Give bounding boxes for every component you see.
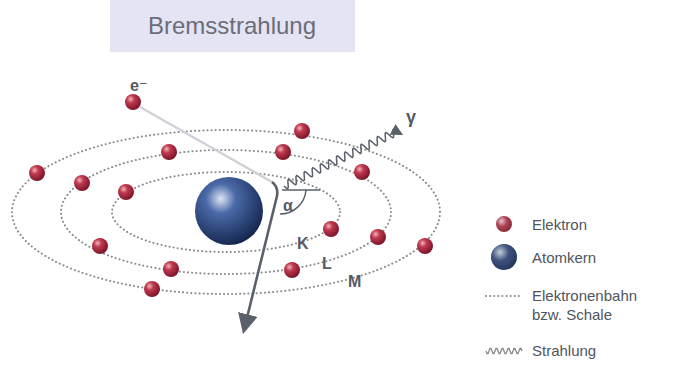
electron-label: e⁻	[130, 78, 147, 94]
legend-text: Elektron	[532, 215, 587, 234]
incoming-electron	[125, 94, 141, 110]
angle-arc	[280, 190, 306, 214]
legend-shell-sample	[486, 295, 522, 297]
electron-swatch	[496, 216, 512, 232]
electron-path	[140, 107, 277, 330]
title: Bremsstrahlung	[148, 12, 316, 40]
photon-wave	[284, 129, 401, 189]
legend-wave-sample	[486, 348, 522, 353]
nucleus	[195, 177, 263, 245]
shell-label: L	[322, 256, 332, 272]
deflected-path	[244, 182, 277, 330]
legend-text: Elektronenbahn bzw. Schale	[532, 286, 662, 324]
angle-label: α	[283, 198, 293, 214]
shell-label: M	[348, 274, 361, 290]
electrons	[29, 123, 433, 297]
gamma-label: γ	[406, 108, 416, 126]
legend-text: Strahlung	[532, 341, 596, 360]
legend-text: Atomkern	[532, 248, 596, 267]
nucleus-swatch	[491, 244, 517, 270]
shell-label: K	[297, 236, 309, 252]
